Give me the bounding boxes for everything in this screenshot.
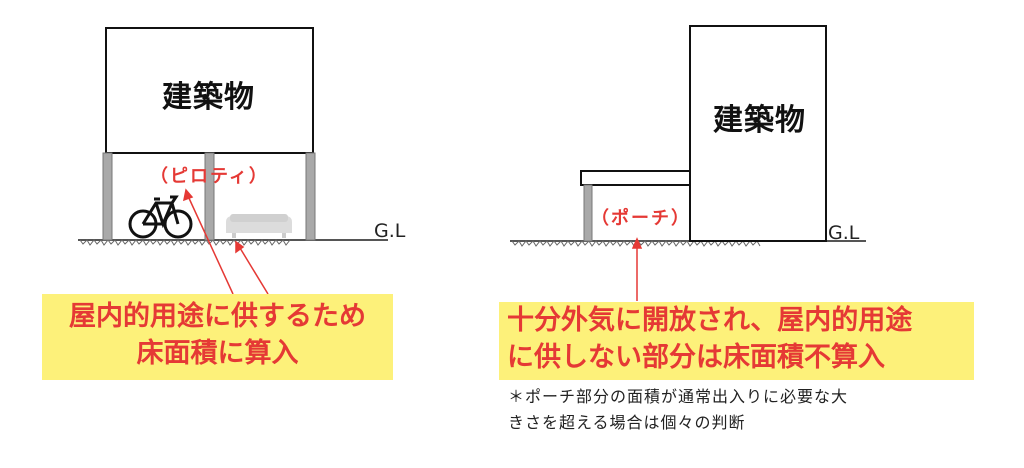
porch-label: （ポーチ） — [591, 208, 691, 229]
right-note: 十分外気に開放され、屋内的用途 に供しない部分は床面積不算入 — [499, 302, 974, 380]
sofa-icon — [226, 214, 292, 238]
right-footnote: ＊ポーチ部分の面積が通常出入りに必要な大 きさを超える場合は個々の判断 — [508, 384, 1008, 436]
piloti-column-right — [305, 152, 316, 241]
porch-column — [583, 184, 593, 242]
left-building-label: 建築物 — [162, 80, 255, 115]
left-ground — [78, 239, 388, 246]
piloti-label: （ピロティ） — [150, 166, 269, 187]
right-footnote-line2: きさを超える場合は個々の判断 — [508, 413, 746, 432]
right-note-line1: 十分外気に開放され、屋内的用途 — [507, 305, 913, 336]
left-ground-label: G.L — [374, 220, 406, 242]
right-arrow — [631, 237, 643, 301]
right-note-line2: に供しない部分は床面積不算入 — [507, 342, 885, 373]
piloti-column-middle — [204, 152, 215, 241]
left-arrows — [182, 188, 269, 295]
left-note-line2: 床面積に算入 — [136, 338, 299, 369]
piloti-column-left — [102, 152, 113, 241]
right-footnote-line1: ＊ポーチ部分の面積が通常出入りに必要な大 — [508, 387, 849, 406]
left-note: 屋内的用途に供するため 床面積に算入 — [42, 294, 393, 380]
right-ground-label: G.L — [828, 222, 860, 244]
porch-roof — [580, 170, 691, 186]
right-building — [689, 25, 827, 242]
right-building-label: 建築物 — [713, 103, 806, 138]
left-note-line1: 屋内的用途に供するため — [69, 301, 366, 332]
left-building — [105, 27, 314, 154]
bicycle-icon — [128, 195, 193, 239]
